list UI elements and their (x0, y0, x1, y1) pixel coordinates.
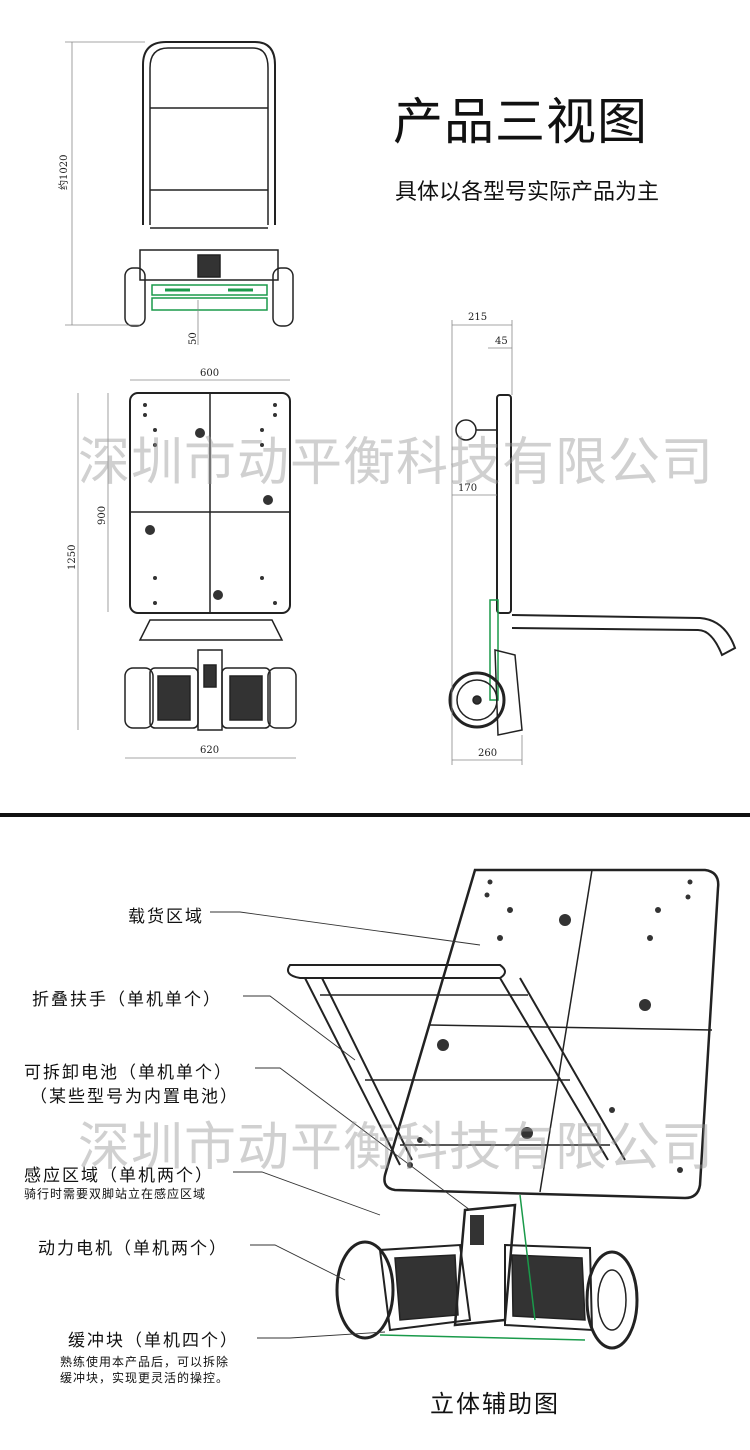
section-divider (0, 813, 750, 817)
dim-front-height: 约1020 (57, 155, 70, 190)
callout-battery: 可拆卸电池（单机单个） (24, 1063, 233, 1083)
side-view-drawing (448, 320, 737, 765)
callout-folding-handle: 折叠扶手（单机单个） (32, 990, 222, 1010)
watermark-bottom: 深圳市动平衡科技有限公司 (78, 1118, 715, 1178)
callout-cargo-area: 载货区域 (128, 907, 204, 927)
callout-bumper-note: 熟练使用本产品后，可以拆除 (60, 1355, 230, 1369)
dim-top-wheel-width: 620 (200, 745, 219, 756)
dim-top-total-length: 1250 (67, 545, 78, 570)
isometric-drawing (287, 868, 720, 1350)
callout-motor: 动力电机（单机两个） (38, 1239, 228, 1259)
top-view-drawing (77, 379, 297, 759)
dim-side-top: 215 (468, 312, 487, 323)
dim-front-clearance: 50 (188, 332, 199, 345)
callout-leaders (210, 911, 481, 1339)
callout-bumper-note-2: 缓冲块，实现更灵活的操控。 (60, 1371, 230, 1385)
callout-sensor-area: 感应区域（单机两个） (24, 1166, 214, 1186)
dim-side-offset: 45 (495, 336, 508, 347)
page-subtitle: 具体以各型号实际产品为主 (395, 180, 660, 205)
callout-sensor-note: 骑行时需要双脚站立在感应区域 (24, 1187, 207, 1201)
dim-side-bottom: 260 (478, 748, 497, 759)
front-view-drawing (65, 41, 294, 345)
dim-side-mid: 170 (458, 483, 477, 494)
callout-bumper: 缓冲块（单机四个） (68, 1331, 239, 1351)
dim-top-width: 600 (200, 368, 219, 379)
isometric-caption: 立体辅助图 (430, 1390, 560, 1418)
callout-battery-note: （某些型号为内置电池） (30, 1087, 239, 1107)
page-title: 产品三视图 (393, 93, 648, 151)
dim-top-board-length: 900 (97, 506, 108, 525)
watermark-top: 深圳市动平衡科技有限公司 (78, 433, 715, 493)
